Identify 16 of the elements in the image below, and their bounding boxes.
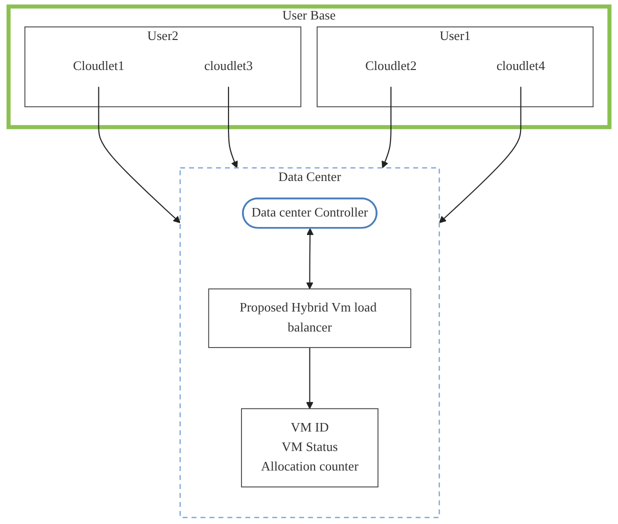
- arrow: [98, 86, 180, 224]
- cluster: [24, 26, 302, 108]
- arrow: [382, 86, 392, 168]
- arrow: [228, 86, 238, 168]
- arrow: [438, 86, 522, 224]
- cluster: [180, 167, 440, 518]
- cluster: [6, 4, 612, 130]
- node-text: Cloudlet1: [72, 59, 124, 74]
- node-box: [241, 408, 378, 488]
- arrow: [306, 228, 314, 290]
- cluster: [316, 26, 594, 108]
- node-text: cloudlet4: [496, 59, 546, 74]
- node-text: Cloudlet2: [365, 59, 417, 74]
- node-box: [208, 288, 412, 348]
- node-text: cloudlet3: [204, 59, 253, 74]
- arrow: [306, 348, 314, 410]
